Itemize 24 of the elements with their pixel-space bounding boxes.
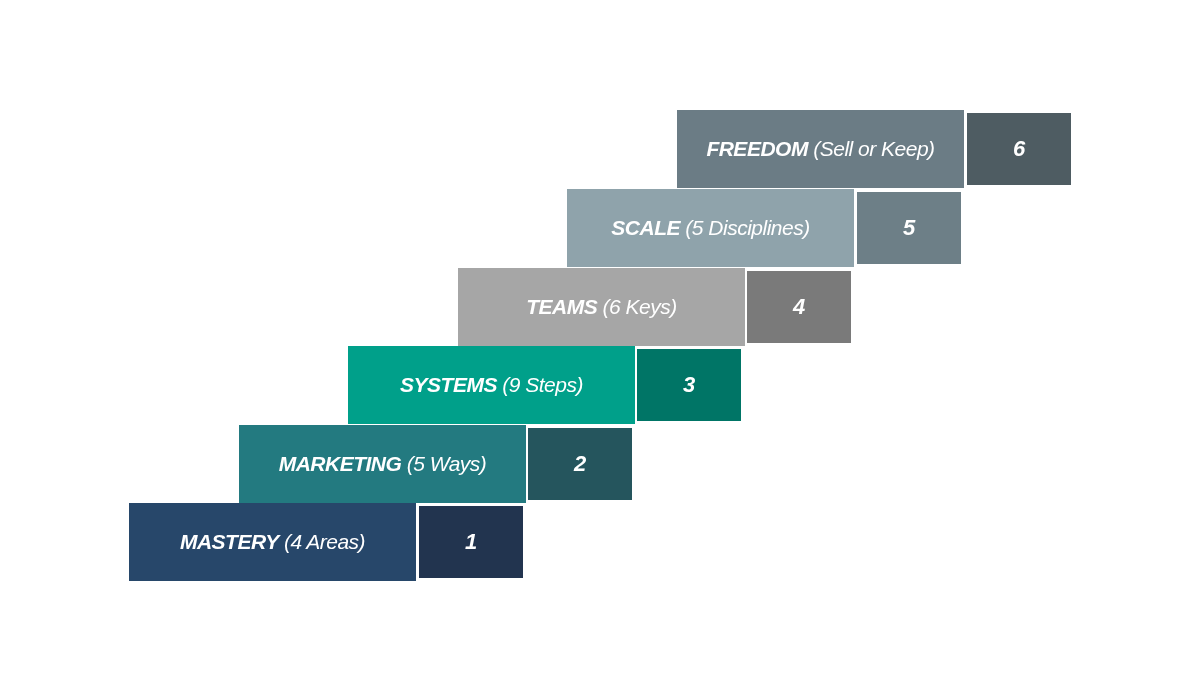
- step-label: TEAMS (6 Keys): [526, 295, 677, 319]
- step-label: MASTERY (4 Areas): [179, 530, 366, 554]
- step-number-box: [528, 428, 632, 500]
- step-number: 3: [682, 372, 696, 398]
- step-number-box: [857, 192, 961, 264]
- step-box: [677, 110, 964, 188]
- step-box: [458, 268, 745, 346]
- step-number-box: [637, 349, 741, 421]
- step-box: [129, 503, 416, 581]
- step-label: MARKETING (5 Ways): [278, 452, 487, 476]
- step-number: 5: [902, 215, 916, 241]
- step-number: 4: [792, 294, 806, 320]
- step-number: 2: [573, 451, 587, 477]
- step-number-box: [747, 271, 851, 343]
- step-box: [239, 425, 526, 503]
- step-label: SCALE (5 Disciplines): [611, 216, 810, 240]
- step-number-box: [419, 506, 523, 578]
- step-number-box: [967, 113, 1071, 185]
- step-box: [348, 346, 635, 424]
- step-label: SYSTEMS (9 Steps): [400, 373, 583, 397]
- step-number: 1: [464, 529, 478, 555]
- step-label: FREEDOM (Sell or Keep): [706, 137, 935, 161]
- step-number: 6: [1012, 136, 1026, 162]
- step-box: [567, 189, 854, 267]
